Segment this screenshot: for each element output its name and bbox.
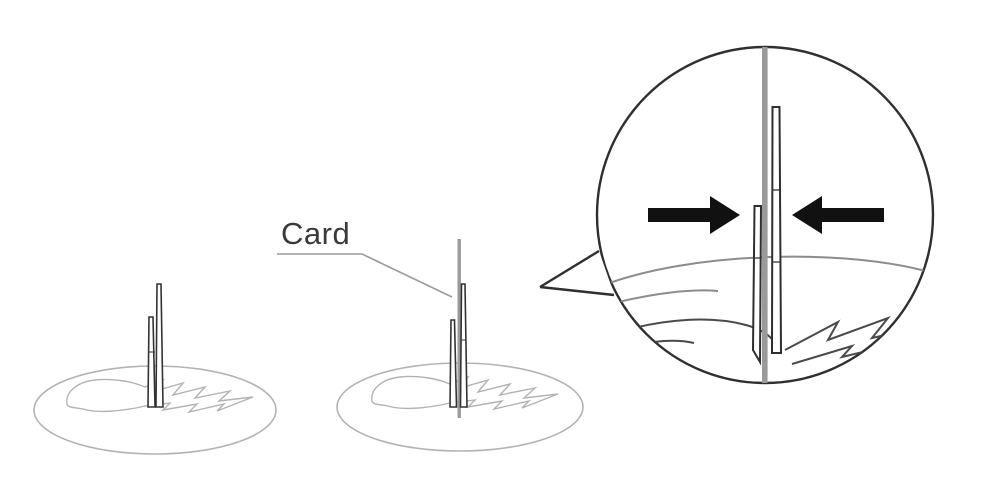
base-disc-with-card <box>336 239 584 452</box>
left-tall-blade <box>155 283 164 408</box>
base-disc-left <box>33 283 277 455</box>
magnified-right-blade <box>770 106 783 354</box>
magnifier-tail-fill <box>540 251 614 294</box>
inserted-card <box>457 239 461 418</box>
magnified-card <box>762 47 768 383</box>
press-arrow-left-icon <box>648 196 740 234</box>
magnifier-tail-lower-edge <box>539 285 615 297</box>
card-label-leader-line <box>277 253 453 298</box>
card-label: Card <box>281 216 350 251</box>
left-disc-outline <box>33 365 277 455</box>
press-arrow-right-icon <box>792 196 884 234</box>
middle-short-blade <box>449 319 458 408</box>
left-short-blade <box>147 316 156 408</box>
magnified-disc-rim <box>597 255 933 289</box>
middle-tall-blade <box>459 283 468 408</box>
magnifier-tail-upper-edge <box>539 249 600 289</box>
magnified-detail-view <box>539 45 935 385</box>
magnified-left-blade <box>751 205 763 366</box>
